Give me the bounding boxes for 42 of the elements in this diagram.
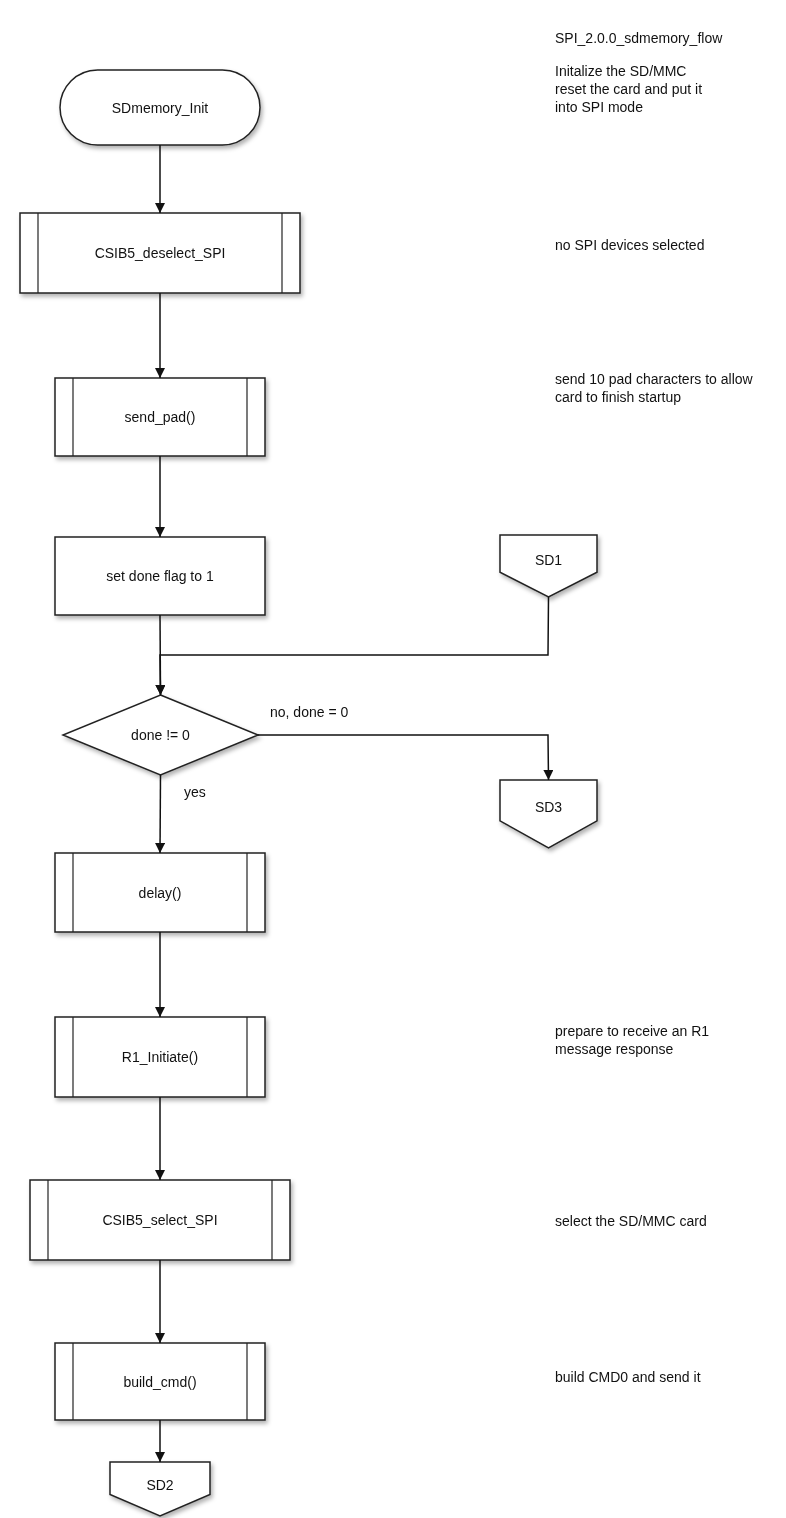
annotation-text: build CMD0 and send it <box>555 1368 702 1386</box>
node-label: send_pad() <box>124 409 196 425</box>
arrow <box>257 734 554 781</box>
diagram-title: SPI_2.0.0_sdmemory_flow <box>555 30 723 46</box>
arrow <box>155 774 166 854</box>
predefined-process-box <box>55 1343 265 1420</box>
predefined-process-box <box>20 213 300 293</box>
arrow <box>155 1259 165 1344</box>
arrow <box>155 144 165 214</box>
annotation-text: Initalize the SD/MMC reset the card and put it into SPI mode <box>555 62 704 116</box>
arrow <box>155 931 165 1018</box>
predefined-process-box <box>55 853 265 932</box>
off-page-connector <box>110 1462 210 1516</box>
predefined-process-box <box>55 1017 265 1097</box>
decision-diamond <box>63 695 258 775</box>
node-label: done != 0 <box>131 727 190 743</box>
node-label: SD3 <box>534 799 563 815</box>
off-page-connector <box>500 535 597 597</box>
node-label: R1_Initiate() <box>121 1049 199 1065</box>
annotation-text: prepare to receive an R1 message response <box>555 1022 711 1058</box>
arrow <box>155 596 550 696</box>
predefined-process-box <box>55 378 265 456</box>
annotation-text: send 10 pad characters to allow card to finish startup <box>555 370 754 406</box>
node-label: SD1 <box>534 552 563 568</box>
annotation-text: no SPI devices selected <box>555 236 706 254</box>
node-label: build_cmd() <box>123 1373 197 1390</box>
arrow <box>155 1096 165 1181</box>
arrow <box>155 1419 165 1463</box>
predefined-process-box <box>30 1180 290 1260</box>
arrow <box>155 292 165 379</box>
node-label: SD2 <box>146 1477 174 1493</box>
arrow <box>155 455 165 538</box>
node-label: delay() <box>138 884 182 901</box>
edge-label: no, done = 0 <box>268 704 351 720</box>
terminator-shape <box>60 70 260 145</box>
off-page-connector <box>500 780 597 848</box>
annotation-text: select the SD/MMC card <box>555 1212 708 1230</box>
node-label: CSIB5_select_SPI <box>102 1212 218 1228</box>
process-box <box>55 537 265 615</box>
node-label: SDmemory_Init <box>111 99 209 116</box>
node-label: set done flag to 1 <box>106 568 214 584</box>
node-label: CSIB5_deselect_SPI <box>94 245 226 261</box>
